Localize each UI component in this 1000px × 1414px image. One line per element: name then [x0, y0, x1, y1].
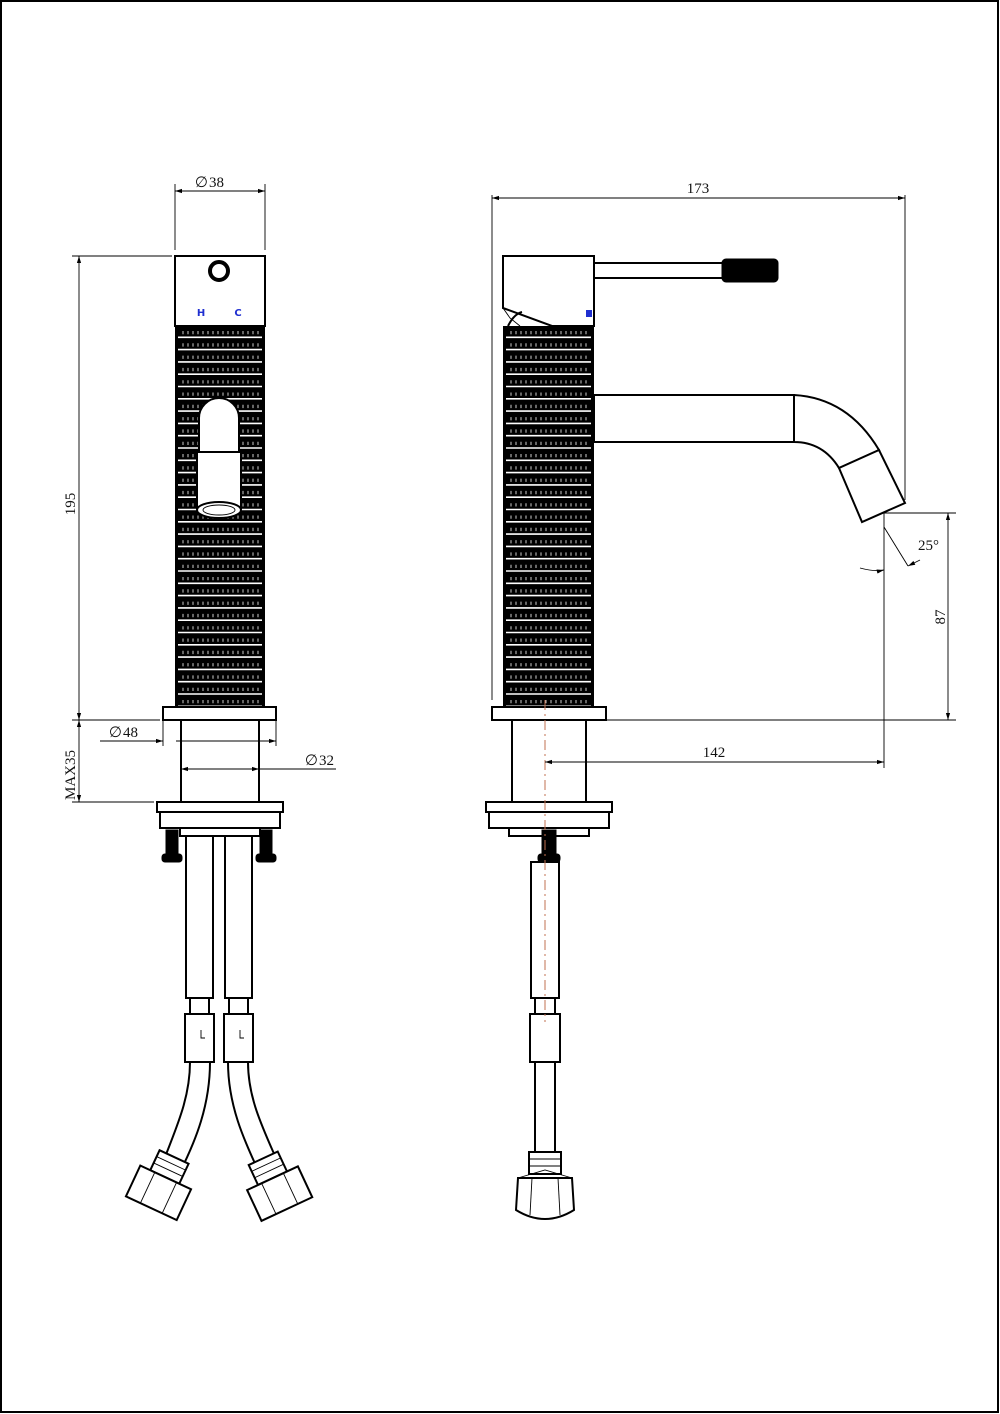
hose-ferrule-hot	[184, 1013, 215, 1063]
dim-max35: MAX35	[63, 750, 79, 800]
hose-nut-cold	[245, 1150, 314, 1223]
cold-mark: C	[234, 308, 241, 319]
dim-diameter-48-symbol: ∅	[109, 725, 122, 741]
dim-arc-angle-25	[859, 567, 885, 574]
base-flange	[162, 706, 277, 721]
dim-height-87: 87	[933, 609, 949, 625]
ribbed-body-side	[503, 326, 594, 708]
dim-diameter-32-symbol: ∅	[305, 753, 318, 769]
dim-diameter-38: 38	[209, 175, 224, 191]
dim-length-173: 173	[687, 181, 710, 197]
lever-arm	[593, 262, 725, 279]
hose-nut-hot	[124, 1148, 193, 1222]
dim-diameter-48: 48	[123, 725, 138, 741]
dim-height-195: 195	[63, 493, 79, 516]
spout	[593, 393, 907, 524]
mounting-shank	[180, 719, 260, 803]
dim-angle-25: 25°	[918, 538, 939, 554]
supply-pipe-hot	[185, 835, 214, 999]
spout-front	[196, 397, 242, 519]
hose-ferrule-cold	[223, 1013, 254, 1063]
mounting-plate	[156, 801, 284, 813]
rib-band-background	[503, 326, 594, 707]
mounting-screw-left	[161, 829, 183, 863]
base-flange-side	[491, 706, 607, 721]
dim-reach-142: 142	[703, 745, 726, 761]
supply-pipe-cold	[224, 835, 253, 999]
dim-diameter-32: 32	[319, 753, 334, 769]
flex-hose-side	[534, 1062, 556, 1158]
mounting-screw-right	[255, 829, 277, 863]
hose-nut-side	[514, 1151, 576, 1220]
hot-mark: H	[197, 308, 205, 319]
front-view: H C	[63, 175, 336, 1223]
mounting-nut	[159, 811, 281, 829]
dim-diameter-38-symbol: ∅	[195, 175, 208, 191]
mounting-plate-side	[485, 801, 613, 813]
side-view: 173 87 142 25°	[485, 181, 956, 1220]
mounting-nut-side	[488, 811, 610, 829]
indicator-hole	[208, 260, 230, 282]
mounting-shank-side	[511, 719, 587, 803]
lever-grip	[721, 258, 779, 283]
